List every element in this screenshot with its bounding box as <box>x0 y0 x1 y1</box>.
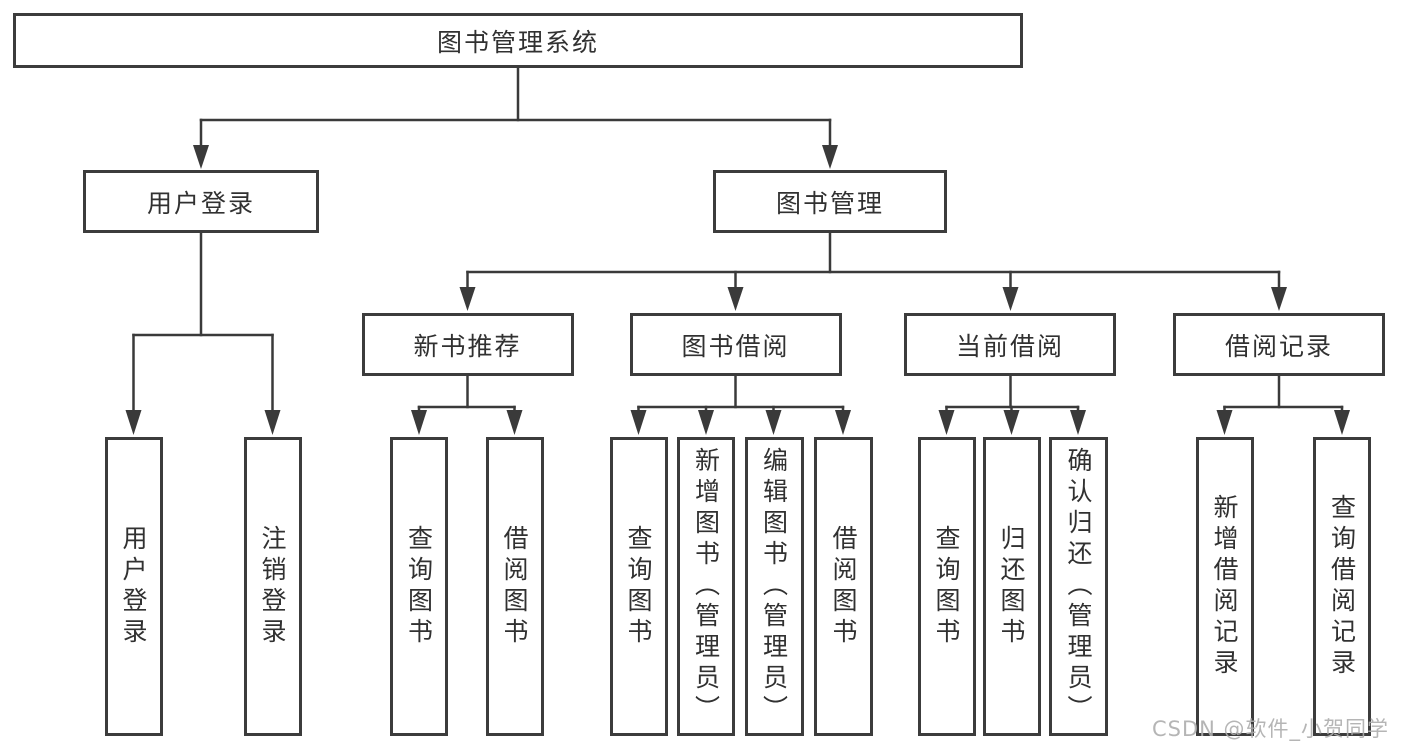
leaf-query-books-recommend-label: 查询图书 <box>404 524 434 649</box>
leaf-query-books-current-label: 查询图书 <box>932 524 961 649</box>
connector-borrow-records <box>1216 374 1350 435</box>
leaf-confirm-return-admin: 确认归还（管理员） <box>1049 437 1108 736</box>
connector-new-book-recommend <box>411 374 523 435</box>
leaf-borrow-books: 借阅图书 <box>814 437 873 736</box>
leaf-user-login-label: 用户登录 <box>119 524 148 649</box>
leaf-query-books-current: 查询图书 <box>917 437 976 736</box>
leaf-return-book: 归还图书 <box>982 437 1041 736</box>
leaf-add-book-admin-label: 新增图书（管理员） <box>691 447 721 726</box>
connector-user-login <box>125 231 281 435</box>
leaf-borrow-books-recommend: 借阅图书 <box>485 437 544 736</box>
connector-current-borrow <box>938 374 1086 435</box>
node-book-borrow-label: 图书借阅 <box>681 331 790 361</box>
leaf-query-borrow-record: 查询借阅记录 <box>1313 437 1371 736</box>
node-root: 图书管理系统 <box>13 13 1023 68</box>
leaf-add-borrow-record: 新增借阅记录 <box>1195 437 1254 736</box>
leaf-logout-label: 注销登录 <box>258 524 287 649</box>
node-user-login: 用户登录 <box>83 170 319 233</box>
node-current-borrow-label: 当前借阅 <box>955 331 1064 361</box>
node-borrow-records: 借阅记录 <box>1173 313 1385 376</box>
connector-book-management <box>459 231 1287 311</box>
connector-book-borrow <box>630 374 851 435</box>
node-new-book-recommend-label: 新书推荐 <box>413 331 522 361</box>
leaf-edit-book-admin: 编辑图书（管理员） <box>744 437 804 736</box>
watermark: CSDN @软件_小贺同学 <box>1152 717 1390 741</box>
leaf-confirm-return-admin-label: 确认归还（管理员） <box>1064 447 1093 726</box>
node-book-management-label: 图书管理 <box>775 188 884 218</box>
leaf-logout: 注销登录 <box>243 437 302 736</box>
node-book-management: 图书管理 <box>713 170 947 233</box>
node-root-label: 图书管理系统 <box>436 27 599 57</box>
node-current-borrow: 当前借阅 <box>904 313 1116 376</box>
leaf-query-books-borrow: 查询图书 <box>609 437 668 736</box>
leaf-add-book-admin: 新增图书（管理员） <box>677 437 735 736</box>
leaf-query-borrow-record-label: 查询借阅记录 <box>1327 493 1357 680</box>
leaf-user-login: 用户登录 <box>104 437 163 736</box>
leaf-query-books-borrow-label: 查询图书 <box>624 524 653 649</box>
leaf-borrow-books-label: 借阅图书 <box>829 524 858 649</box>
leaf-query-books-recommend: 查询图书 <box>390 437 448 736</box>
node-book-borrow: 图书借阅 <box>629 313 842 376</box>
leaf-add-borrow-record-label: 新增借阅记录 <box>1210 493 1239 680</box>
node-new-book-recommend: 新书推荐 <box>361 313 574 376</box>
leaf-return-book-label: 归还图书 <box>997 524 1026 649</box>
node-user-login-label: 用户登录 <box>146 188 255 218</box>
leaf-borrow-books-recommend-label: 借阅图书 <box>500 524 529 649</box>
leaf-edit-book-admin-label: 编辑图书（管理员） <box>759 447 789 726</box>
node-borrow-records-label: 借阅记录 <box>1224 331 1333 361</box>
connector-root <box>193 66 838 169</box>
